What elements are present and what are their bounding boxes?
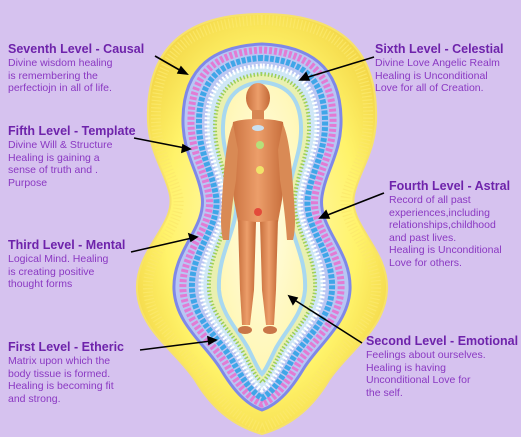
- pointer-arrows: [130, 55, 385, 351]
- third-level-description: Logical Mind. Healing is creating positi…: [8, 253, 109, 291]
- seventh-level-description: Divine wisdom healing is remembering the…: [8, 57, 113, 95]
- fourth-level-description: Record of all past experiences,including…: [389, 194, 502, 269]
- fifth-level-description: Divine Will & Structure Healing is gaini…: [8, 139, 113, 189]
- third-level-title: Third Level - Mental: [8, 238, 126, 252]
- label-first-level: First Level - Etheric Matrix upon which …: [8, 340, 138, 405]
- human-figure: [221, 83, 295, 334]
- first-level-description: Matrix upon which the body tissue is for…: [8, 355, 114, 405]
- label-third-level: Third Level - Mental Logical Mind. Heali…: [8, 238, 133, 291]
- label-fourth-level: Fourth Level - Astral Record of all past…: [389, 179, 519, 270]
- aura-band-pink: [179, 46, 345, 408]
- label-fifth-level: Fifth Level - Template Divine Will & Str…: [8, 124, 138, 189]
- label-sixth-level: Sixth Level - Celestial Divine Love Ange…: [375, 42, 520, 95]
- first-level-title: First Level - Etheric: [8, 340, 125, 354]
- second-level-title: Second Level - Emotional: [366, 334, 519, 348]
- seventh-level-title: Seventh Level - Causal: [8, 42, 145, 56]
- label-seventh-level: Seventh Level - Causal Divine wisdom hea…: [8, 42, 158, 95]
- fifth-level-title: Fifth Level - Template: [8, 124, 136, 138]
- sixth-level-description: Divine Love Angelic Realm Healing is Unc…: [375, 57, 500, 95]
- sixth-level-title: Sixth Level - Celestial: [375, 42, 504, 56]
- label-second-level: Second Level - Emotional Feelings about …: [366, 334, 520, 399]
- second-level-description: Feelings about ourselves. Healing is hav…: [366, 349, 486, 399]
- aura-band-blue: [188, 54, 336, 402]
- fourth-level-title: Fourth Level - Astral: [389, 179, 511, 193]
